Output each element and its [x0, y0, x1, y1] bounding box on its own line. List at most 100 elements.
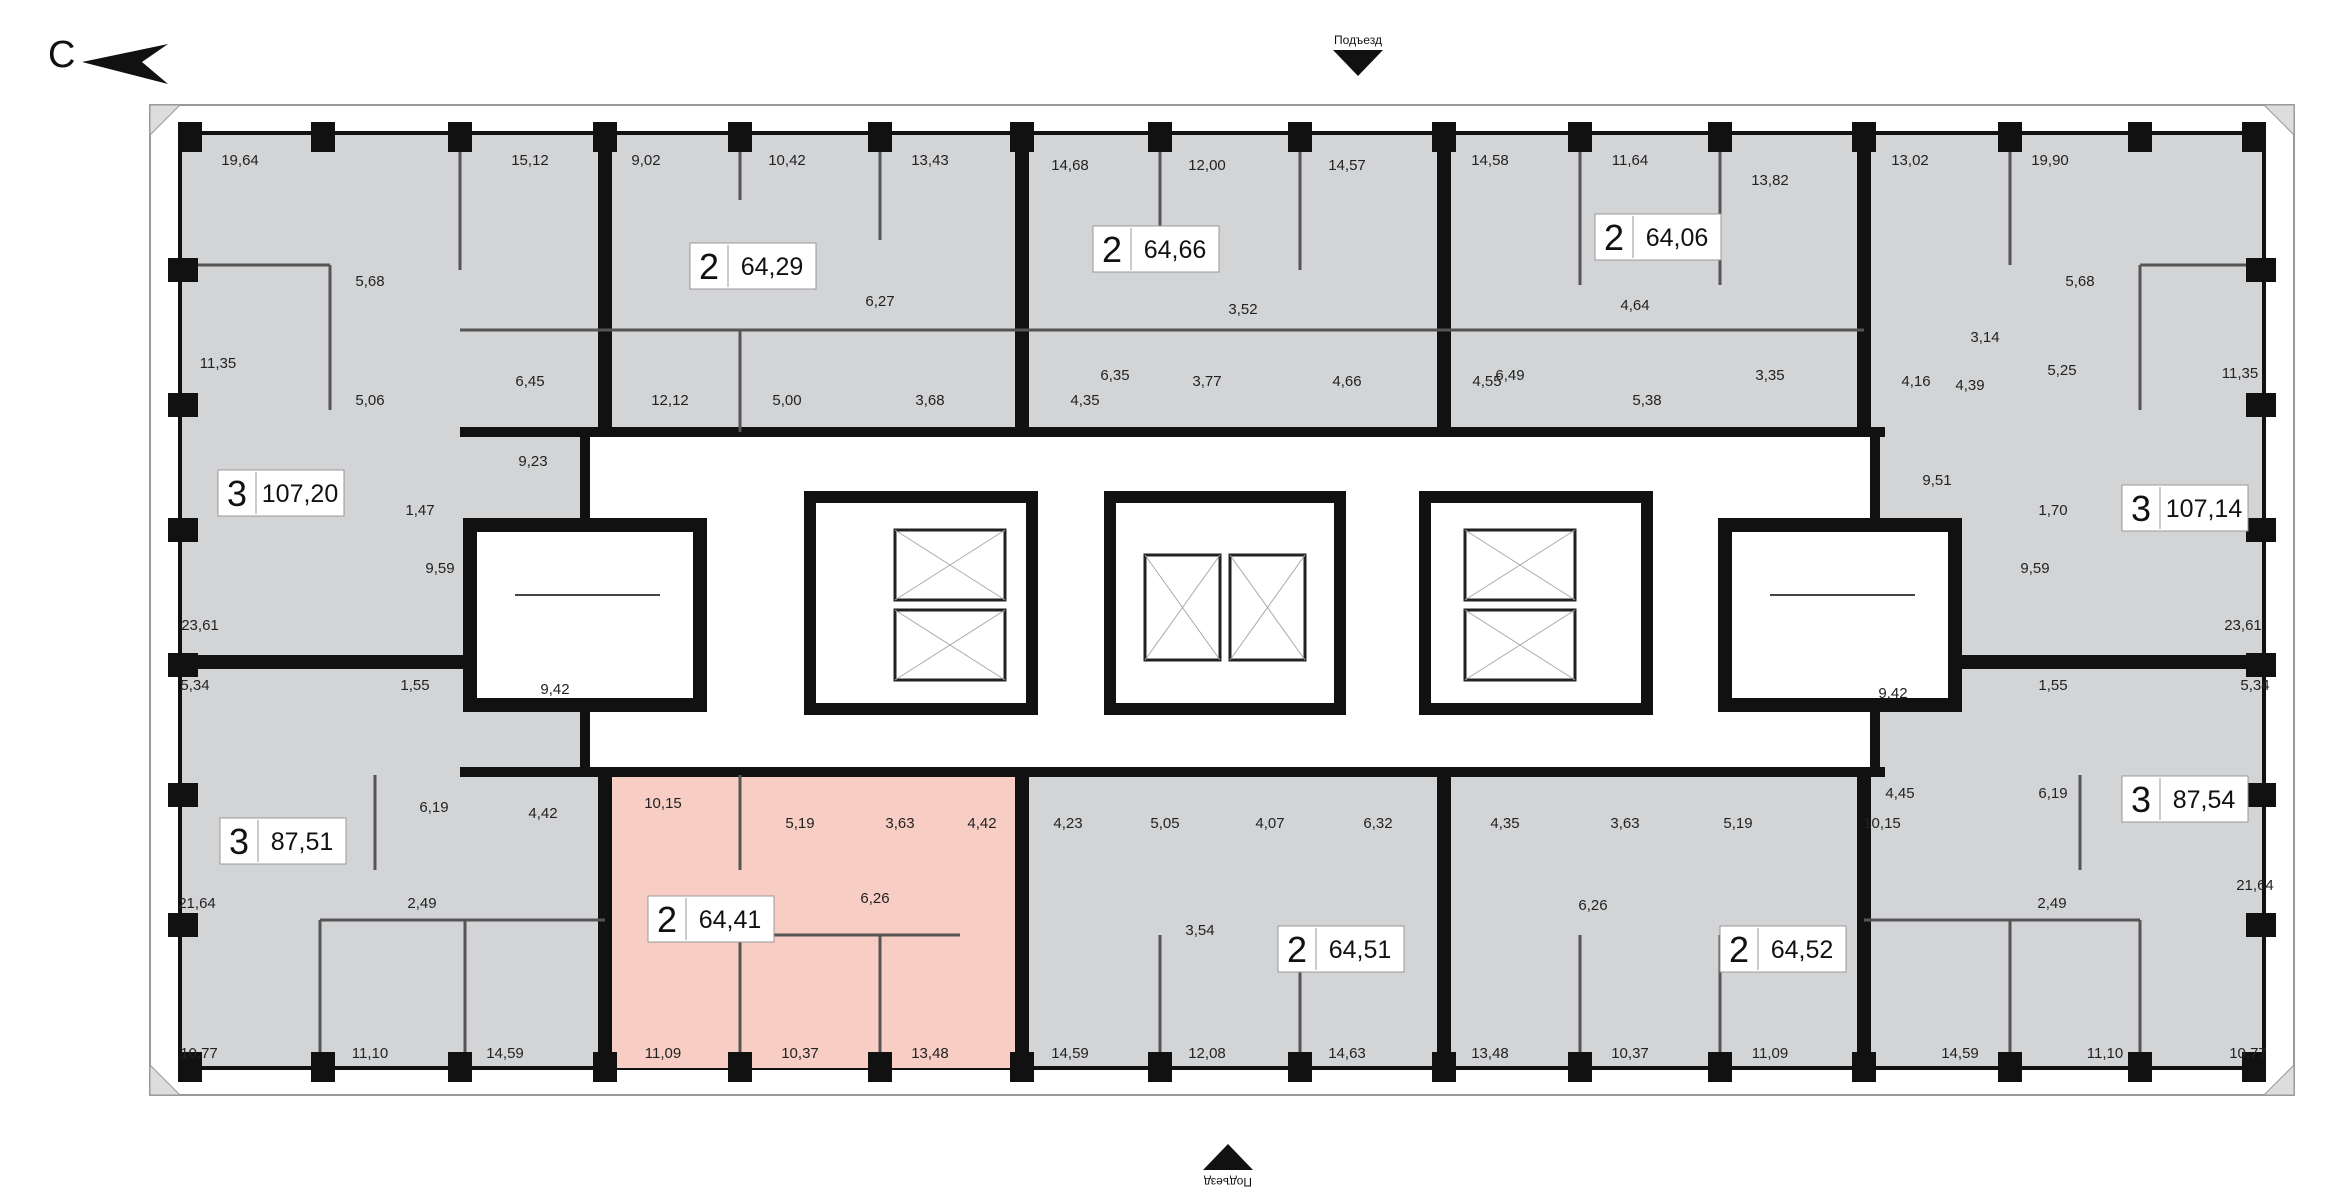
- room-area-label: 19,90: [2031, 152, 2069, 169]
- column-bottom-4: [728, 1052, 752, 1082]
- column-bottom-15: [2242, 1052, 2266, 1082]
- room-area-label: 6,32: [1363, 815, 1392, 832]
- room-area-label: 3,63: [885, 815, 914, 832]
- column-top-15: [2242, 122, 2266, 152]
- room-area-label: 15,12: [511, 152, 549, 169]
- badge-rooms: 2: [699, 246, 719, 287]
- room-area-label: 11,09: [645, 1045, 681, 1062]
- room-area-label: 23,61: [2224, 617, 2262, 634]
- badge-rooms: 2: [1102, 229, 1122, 270]
- room-area-label: 14,59: [1941, 1045, 1979, 1062]
- room-area-label: 10,37: [1611, 1045, 1649, 1062]
- room-area-label: 6,35: [1100, 367, 1129, 384]
- badge-box: [1719, 925, 1847, 973]
- room-area-label: 11,35: [2222, 365, 2258, 382]
- room-area-label: 2,49: [2037, 895, 2066, 912]
- north-label: С: [48, 34, 75, 76]
- badge-rooms: 3: [2131, 488, 2151, 529]
- room-area-label: 9,59: [425, 560, 454, 577]
- room-area-label: 6,27: [865, 293, 894, 310]
- room-area-label: 5,19: [1723, 815, 1752, 832]
- badge-rooms: 2: [657, 899, 677, 940]
- room-area-label: 3,54: [1185, 922, 1214, 939]
- column-bottom-7: [1148, 1052, 1172, 1082]
- room-area-label: 10,77: [2229, 1045, 2267, 1062]
- room-area-label: 3,77: [1192, 373, 1221, 390]
- column-top-5: [868, 122, 892, 152]
- room-area-label: 11,10: [2087, 1045, 2123, 1062]
- column-top-6: [1010, 122, 1034, 152]
- column-right-1: [2246, 393, 2276, 417]
- badge-area: 64,06: [1646, 224, 1709, 252]
- room-area-label: 5,25: [2047, 362, 2076, 379]
- column-top-0: [178, 122, 202, 152]
- room-area-label: 12,08: [1188, 1045, 1226, 1062]
- apartment-badge-apt-n1[interactable]: 3 107,20: [217, 469, 345, 517]
- badge-box: [217, 469, 345, 517]
- badge-rooms: 3: [2131, 779, 2151, 820]
- room-area-label: 11,09: [1752, 1045, 1788, 1062]
- room-area-label: 9,42: [1878, 685, 1907, 702]
- badge-box: [2121, 775, 2249, 823]
- room-area-label: 13,48: [1471, 1045, 1509, 1062]
- room-area-label: 13,02: [1891, 152, 1929, 169]
- room-area-label: 6,49: [1495, 367, 1524, 384]
- entrance-arrow-top-icon: [1333, 50, 1383, 76]
- room-area-label: 3,68: [915, 392, 944, 409]
- room-area-label: 10,15: [1863, 815, 1901, 832]
- column-bottom-14: [2128, 1052, 2152, 1082]
- column-top-8: [1288, 122, 1312, 152]
- entrance-arrow-bottom-icon: [1203, 1144, 1253, 1170]
- room-area-label: 14,59: [486, 1045, 524, 1062]
- corner-sw: [149, 1063, 182, 1096]
- outer-frame: [149, 104, 2295, 1096]
- room-area-label: 23,61: [181, 617, 219, 634]
- column-top-12: [1852, 122, 1876, 152]
- badge-rooms: 3: [229, 821, 249, 862]
- badge-rooms: 2: [1604, 217, 1624, 258]
- room-area-label: 11,64: [1612, 152, 1648, 169]
- column-right-2: [2246, 518, 2276, 542]
- column-bottom-6: [1010, 1052, 1034, 1082]
- column-top-13: [1998, 122, 2022, 152]
- column-bottom-0: [178, 1052, 202, 1082]
- badge-rooms: 2: [1729, 929, 1749, 970]
- badge-area: 87,54: [2173, 786, 2236, 814]
- room-area-label: 10,42: [768, 152, 806, 169]
- corner-ne: [2262, 104, 2295, 137]
- badge-area: 107,20: [262, 480, 338, 508]
- corner-se: [2262, 1063, 2295, 1096]
- room-area-label: 5,19: [785, 815, 814, 832]
- entrance-label-bottom: Подъезд: [1204, 1175, 1252, 1189]
- corridor-core: [463, 432, 1962, 772]
- badge-rooms: 3: [227, 473, 247, 514]
- room-area-label: 5,68: [2065, 273, 2094, 290]
- columns: [168, 122, 2276, 1082]
- room-area-label: 21,64: [178, 895, 216, 912]
- room-area-label: 4,42: [528, 805, 557, 822]
- room-area-label: 4,35: [1490, 815, 1519, 832]
- corner-nw: [149, 104, 182, 137]
- room-area-label: 9,42: [540, 681, 569, 698]
- badge-area: 64,52: [1771, 936, 1834, 964]
- column-right-0: [2246, 258, 2276, 282]
- column-top-14: [2128, 122, 2152, 152]
- room-area-label: 4,35: [1070, 392, 1099, 409]
- column-bottom-1: [311, 1052, 335, 1082]
- column-bottom-5: [868, 1052, 892, 1082]
- room-area-label: 2,49: [407, 895, 436, 912]
- room-area-label: 3,52: [1228, 301, 1257, 318]
- column-bottom-2: [448, 1052, 472, 1082]
- column-top-11: [1708, 122, 1732, 152]
- room-area-label: 6,26: [1578, 897, 1607, 914]
- room-area-label: 6,19: [2038, 785, 2067, 802]
